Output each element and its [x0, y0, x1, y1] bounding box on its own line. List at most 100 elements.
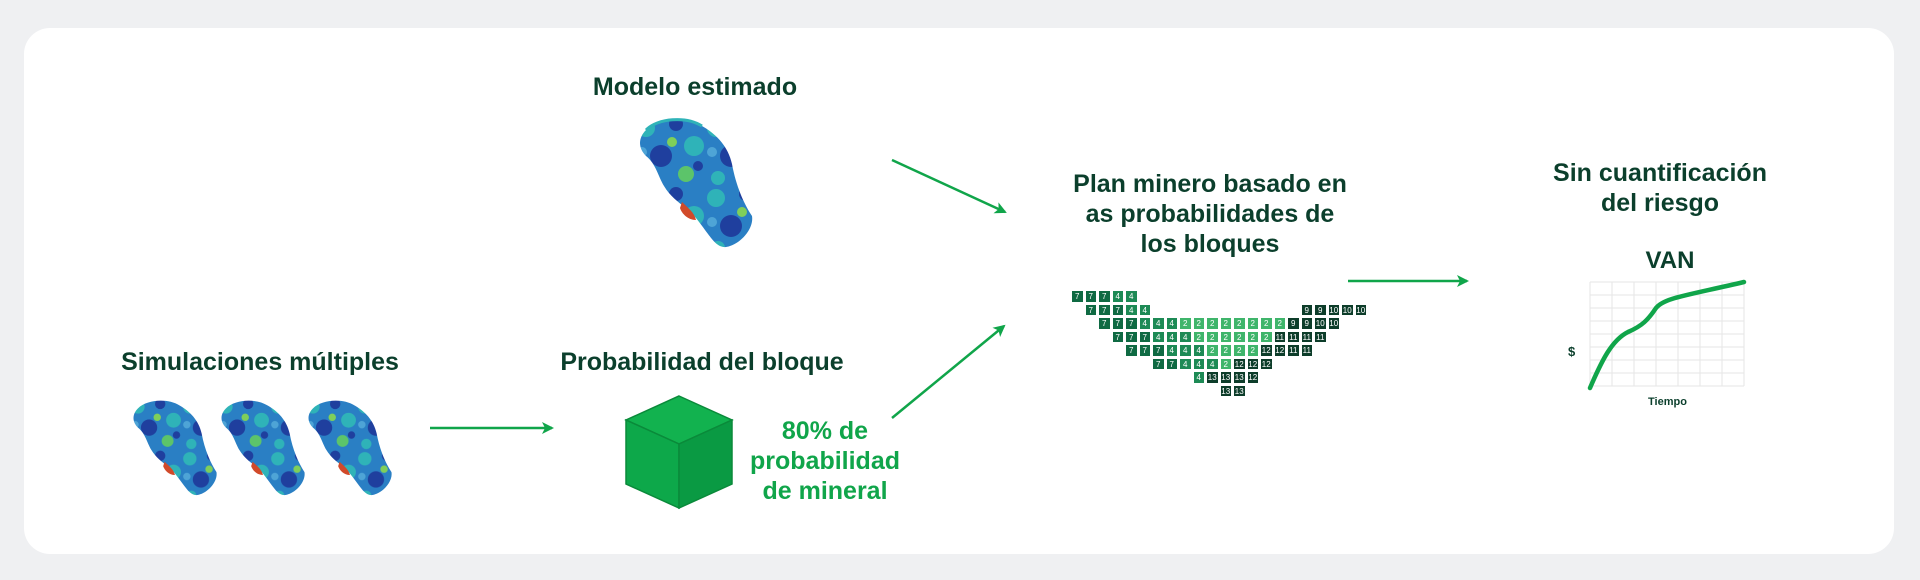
plan-block-cell: 4: [1165, 330, 1178, 343]
plan-block-cell: 2: [1273, 317, 1286, 330]
probability-text-line-1: 80% de: [781, 417, 869, 445]
plan-block-cell: 4: [1179, 357, 1192, 370]
plan-block-cell: 9: [1300, 303, 1313, 316]
plan-block-cell: 13: [1219, 384, 1232, 397]
mine-plan-title-line-3: los bloques: [1140, 230, 1280, 258]
plan-block-cell: 11: [1300, 344, 1313, 357]
plan-block-cell: 11: [1314, 330, 1327, 343]
plan-block-cell: 7: [1084, 290, 1097, 303]
plan-block-cell: 12: [1246, 357, 1259, 370]
plan-block-cell: 7: [1098, 290, 1111, 303]
plan-block-cell: 7: [1165, 357, 1178, 370]
plan-block-cell: 2: [1233, 330, 1246, 343]
plan-block-cell: 7: [1138, 330, 1151, 343]
diagram-card: [24, 28, 1894, 554]
npv-chart-xlabel: Tiempo: [1648, 396, 1687, 408]
plan-block-cell: 13: [1219, 371, 1232, 384]
plan-block-cell: 4: [1192, 344, 1205, 357]
plan-block-cell: 10: [1314, 317, 1327, 330]
plan-block-cell: 2: [1219, 344, 1232, 357]
plan-block-cell: 11: [1300, 330, 1313, 343]
plan-block-cell: 11: [1287, 330, 1300, 343]
plan-block-cell: 9: [1314, 303, 1327, 316]
plan-block-cell: 7: [1125, 344, 1138, 357]
plan-block-cell: 4: [1138, 317, 1151, 330]
plan-block-cell: 2: [1219, 330, 1232, 343]
no-risk-title-line-1: Sin cuantificación: [1553, 159, 1767, 187]
plan-block-cell: 4: [1152, 330, 1165, 343]
plan-block-cell: 10: [1341, 303, 1354, 316]
plan-block-cell: 4: [1152, 317, 1165, 330]
plan-block-cell: 4: [1111, 290, 1124, 303]
multiple-simulations-title: Simulaciones múltiples: [121, 348, 399, 376]
plan-block-cell: 7: [1098, 317, 1111, 330]
no-risk-title-line-2: del riesgo: [1600, 189, 1720, 217]
plan-block-cell: 4: [1138, 303, 1151, 316]
plan-block-cell: 13: [1206, 371, 1219, 384]
plan-block-cell: 7: [1125, 330, 1138, 343]
estimated-model-title: Modelo estimado: [592, 73, 798, 101]
plan-block-cell: 2: [1246, 317, 1259, 330]
npv-chart-ylabel: $: [1568, 344, 1576, 359]
plan-block-cell: 10: [1327, 303, 1340, 316]
mine-plan-title: Plan minero basado en as probabilidades …: [1050, 169, 1370, 259]
npv-chart-grid: [1589, 281, 1745, 387]
plan-block-cell: 12: [1273, 344, 1286, 357]
plan-block-cell: 13: [1233, 371, 1246, 384]
npv-chart-title: VAN: [1645, 247, 1695, 274]
plan-block-cell: 12: [1260, 344, 1273, 357]
estimated-model-image: [640, 118, 753, 248]
mine-plan-title-line-1: Plan minero basado en: [1073, 170, 1347, 198]
simulation-image-3: [308, 400, 392, 496]
plan-block-cell: 12: [1246, 371, 1259, 384]
plan-block-cell: 7: [1084, 303, 1097, 316]
plan-block-cell: 12: [1260, 357, 1273, 370]
plan-block-cell: 4: [1179, 344, 1192, 357]
plan-block-cell: 4: [1165, 317, 1178, 330]
plan-block-cell: 2: [1233, 317, 1246, 330]
plan-block-cell: 9: [1287, 317, 1300, 330]
plan-block-cell: 7: [1071, 290, 1084, 303]
plan-block-cell: 2: [1206, 317, 1219, 330]
plan-block-cell: 4: [1179, 330, 1192, 343]
plan-block-cell: 2: [1260, 330, 1273, 343]
plan-block-cell: 12: [1233, 357, 1246, 370]
plan-block-cell: 7: [1098, 303, 1111, 316]
plan-block-cell: 4: [1165, 344, 1178, 357]
plan-block-cell: 7: [1111, 303, 1124, 316]
plan-block-cell: 2: [1260, 317, 1273, 330]
plan-block-cell: 2: [1192, 330, 1205, 343]
plan-block-cell: 11: [1287, 344, 1300, 357]
plan-block-cell: 7: [1152, 357, 1165, 370]
plan-block-cell: 7: [1111, 330, 1124, 343]
plan-block-cell: 2: [1233, 344, 1246, 357]
plan-block-cell: 2: [1219, 357, 1232, 370]
plan-block-cell: 4: [1125, 290, 1138, 303]
probability-text-line-2: probabilidad: [750, 447, 900, 475]
plan-block-cell: 13: [1233, 384, 1246, 397]
plan-block-cell: 2: [1206, 330, 1219, 343]
probability-cube: [624, 395, 734, 510]
simulation-image-1: [133, 400, 217, 496]
plan-block-cell: 11: [1273, 330, 1286, 343]
plan-block-cell: 10: [1354, 303, 1367, 316]
plan-block-cell: 7: [1138, 344, 1151, 357]
npv-curve: [1587, 279, 1747, 391]
plan-block-cell: 4: [1206, 357, 1219, 370]
plan-block-cell: 10: [1327, 317, 1340, 330]
probability-text: 80% de probabilidad de mineral: [740, 416, 910, 506]
mine-plan-title-line-2: as probabilidades de: [1085, 200, 1335, 228]
plan-block-cell: 2: [1179, 317, 1192, 330]
plan-block-cell: 2: [1219, 317, 1232, 330]
plan-block-cell: 9: [1300, 317, 1313, 330]
block-probability-title: Probabilidad del bloque: [560, 348, 844, 376]
plan-block-cell: 2: [1192, 317, 1205, 330]
plan-block-cell: 4: [1192, 357, 1205, 370]
plan-block-cell: 7: [1125, 317, 1138, 330]
plan-block-cell: 2: [1246, 344, 1259, 357]
npv-chart: [1587, 279, 1747, 391]
